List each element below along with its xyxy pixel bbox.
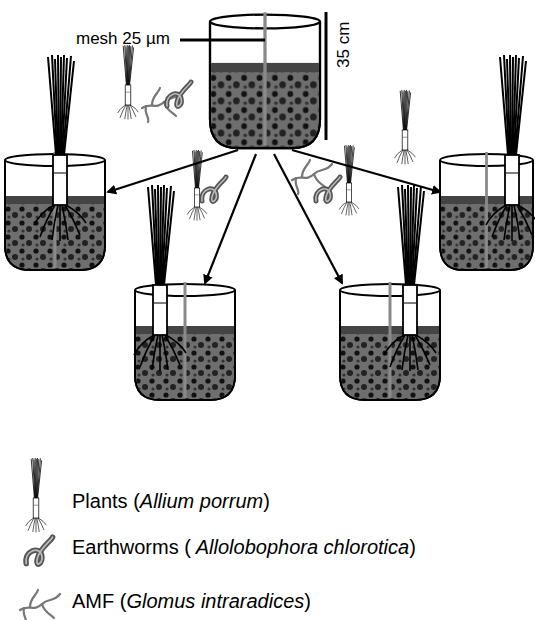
legend-text: Plants (Allium porrum) (72, 490, 270, 513)
legend-text: AMF (Glomus intraradices) (72, 590, 311, 613)
mesh-label: mesh 25 µm (76, 29, 170, 49)
dimension-label: 35 cm (334, 22, 354, 68)
legend-text: Earthworms ( Allolobophora chlorotica) (72, 536, 416, 559)
